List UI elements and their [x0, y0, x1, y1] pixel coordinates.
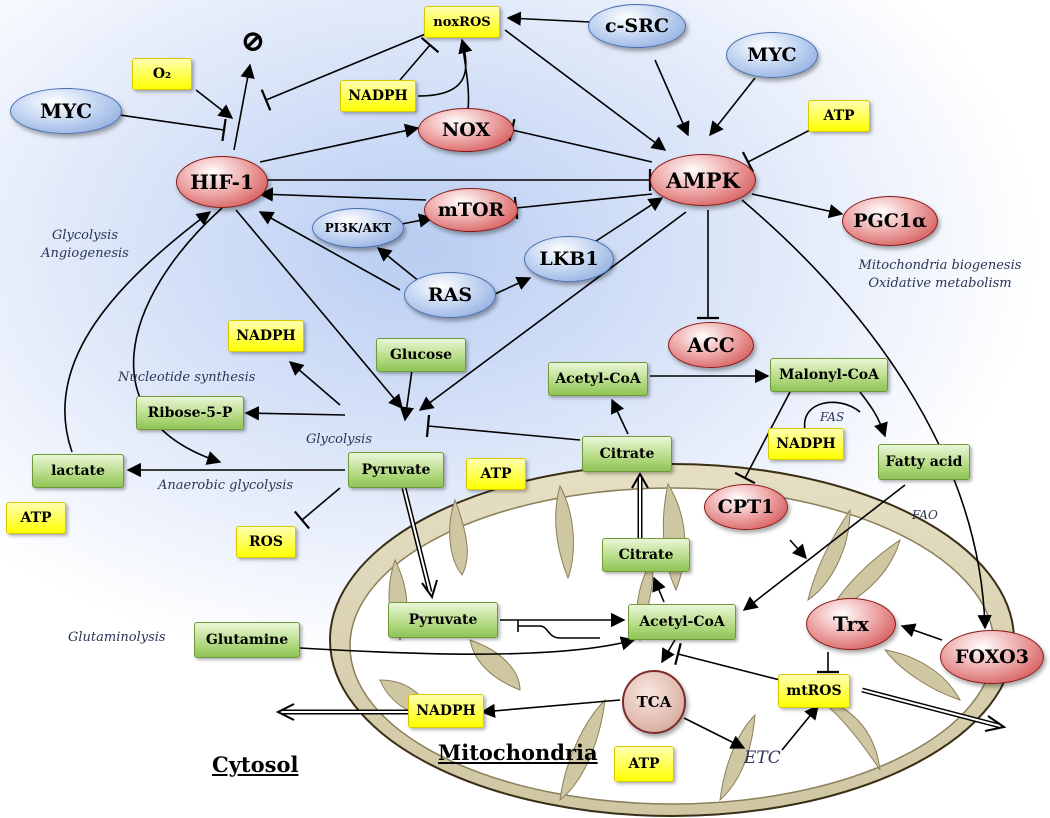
- lkb1-node: LKB1: [524, 236, 614, 282]
- acetylcoa-cyto-box: Acetyl-CoA: [548, 362, 648, 396]
- myc-right-node: MYC: [726, 32, 818, 78]
- myc-left-node: MYC: [10, 88, 122, 134]
- anaerobic-glycolysis-label: Anaerobic glycolysis: [158, 478, 294, 493]
- atp-top-box: ATP: [808, 100, 870, 132]
- mito-biogenesis-label-2: Oxidative metabolism: [868, 276, 1012, 291]
- foxo3-node: FOXO3: [940, 630, 1044, 684]
- c-src-node: c-SRC: [588, 4, 686, 48]
- mito-biogenesis-label-1: Mitochondria biogenesis: [858, 258, 1022, 273]
- o2-box: O₂: [132, 58, 192, 90]
- acc-node: ACC: [668, 322, 754, 368]
- glucose-box: Glucose: [376, 338, 466, 372]
- glycolysis-angiogenesis-label-1: Glycolysis: [52, 228, 118, 243]
- pyruvate-mito-box: Pyruvate: [388, 602, 498, 638]
- null-symbol-icon: ⊘: [240, 23, 266, 59]
- edges: [64, 11, 1007, 751]
- glycolysis-angiogenesis-label-2: Angiogenesis: [41, 246, 129, 261]
- lactate-box: lactate: [32, 454, 124, 488]
- malonylcoa-box: Malonyl-CoA: [770, 358, 888, 392]
- citrate-cyto-box: Citrate: [582, 436, 672, 472]
- atp-mid-box: ATP: [466, 458, 526, 490]
- hif1-node: HIF-1: [176, 156, 268, 208]
- atp-mito-box: ATP: [614, 746, 674, 782]
- pgc1a-node: PGC1α: [842, 196, 938, 246]
- tca-node: TCA: [622, 670, 686, 734]
- nadph-fas-box: NADPH: [768, 428, 844, 460]
- mtor-node: mTOR: [424, 188, 518, 232]
- ampk-node: AMPK: [650, 154, 756, 206]
- atp-left-box: ATP: [6, 502, 66, 534]
- acetylcoa-mito-box: Acetyl-CoA: [628, 604, 736, 640]
- fatty-acid-box: Fatty acid: [878, 444, 970, 480]
- ros-box: ROS: [236, 526, 296, 558]
- nucleotide-synthesis-label: Nucleotide synthesis: [118, 370, 256, 385]
- etc-label: ETC: [744, 748, 781, 768]
- nadph-left-box: NADPH: [228, 320, 304, 352]
- nox-node: NOX: [418, 108, 514, 152]
- noxros-box: noxROS: [424, 6, 500, 38]
- mitochondria-label: Mitochondria: [438, 740, 598, 765]
- glycolysis-label: Glycolysis: [306, 432, 372, 447]
- nadph-mito-box: NADPH: [408, 694, 484, 728]
- glutamine-box: Glutamine: [194, 622, 300, 658]
- fas-label: FAS: [820, 410, 845, 424]
- citrate-mito-box: Citrate: [602, 538, 690, 572]
- ribose5p-box: Ribose-5-P: [136, 396, 244, 430]
- ras-node: RAS: [404, 272, 496, 318]
- nadph-top-box: NADPH: [340, 80, 416, 112]
- trx-node: Trx: [806, 598, 896, 650]
- cytosol-label: Cytosol: [212, 752, 299, 777]
- cpt1-node: CPT1: [704, 484, 788, 530]
- mtros-box: mtROS: [778, 674, 850, 708]
- pi3k-akt-node: PI3K/AKT: [312, 208, 404, 248]
- glutaminolysis-label: Glutaminolysis: [68, 630, 166, 645]
- fao-label: FAO: [912, 508, 938, 522]
- pyruvate-cyto-box: Pyruvate: [348, 452, 444, 488]
